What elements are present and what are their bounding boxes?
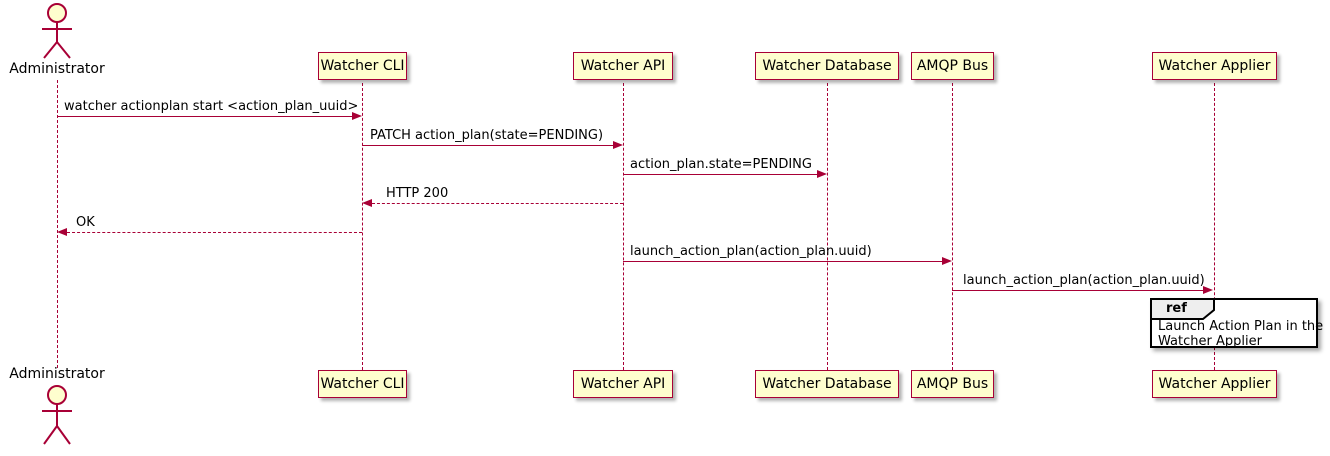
ref-header-pentagon-icon — [1150, 298, 1220, 320]
lifeline-watcher-applier — [1214, 83, 1215, 370]
message-7-arrowhead-icon — [1203, 286, 1213, 294]
administrator-actor-icon-bottom — [35, 384, 79, 456]
participant-amqp-bus-top: AMQP Bus — [911, 52, 994, 80]
participant-watcher-api-bottom: Watcher API — [573, 370, 673, 398]
participant-watcher-api-top: Watcher API — [573, 52, 673, 80]
participant-amqp-bus-bottom: AMQP Bus — [911, 370, 994, 398]
lifeline-watcher-cli — [362, 83, 363, 370]
message-5-line — [67, 232, 362, 233]
message-4-label: HTTP 200 — [386, 186, 449, 201]
participant-watcher-database-top: Watcher Database — [755, 52, 899, 80]
participant-watcher-applier-bottom: Watcher Applier — [1152, 370, 1277, 398]
message-4-arrowhead-icon — [362, 199, 372, 207]
message-5-label: OK — [76, 215, 95, 230]
message-3-line — [623, 174, 819, 175]
message-4-line — [372, 203, 623, 204]
message-2-line — [362, 145, 614, 146]
ref-text-line-1: Launch Action Plan in the — [1158, 319, 1324, 334]
administrator-label-bottom: Administrator — [9, 366, 105, 382]
message-2-arrowhead-icon — [613, 141, 623, 149]
message-6-label: launch_action_plan(action_plan.uuid) — [630, 244, 872, 259]
message-1-arrowhead-icon — [352, 112, 362, 120]
message-7-label: launch_action_plan(action_plan.uuid) — [963, 273, 1205, 288]
ref-fragment: ref Launch Action Plan in the Watcher Ap… — [1150, 298, 1323, 349]
message-2-label: PATCH action_plan(state=PENDING) — [370, 128, 604, 143]
message-1-label: watcher actionplan start <action_plan_uu… — [64, 99, 359, 114]
participant-watcher-cli-top: Watcher CLI — [318, 52, 407, 80]
message-1-line — [57, 116, 353, 117]
lifeline-administrator — [57, 80, 58, 368]
message-6-line — [623, 261, 944, 262]
message-3-label: action_plan.state=PENDING — [630, 157, 812, 172]
ref-text-line-2: Watcher Applier — [1158, 334, 1262, 349]
participant-watcher-applier-top: Watcher Applier — [1152, 52, 1277, 80]
message-7-line — [952, 290, 1205, 291]
administrator-label-top: Administrator — [9, 61, 105, 77]
ref-keyword: ref — [1166, 301, 1187, 316]
lifeline-watcher-api — [623, 83, 624, 370]
participant-watcher-database-bottom: Watcher Database — [755, 370, 899, 398]
message-5-arrowhead-icon — [57, 228, 67, 236]
lifeline-watcher-database — [827, 83, 828, 370]
participant-watcher-cli-bottom: Watcher CLI — [318, 370, 407, 398]
message-3-arrowhead-icon — [817, 170, 827, 178]
lifeline-amqp-bus — [952, 83, 953, 370]
administrator-actor-icon — [35, 2, 79, 64]
message-6-arrowhead-icon — [942, 257, 952, 265]
